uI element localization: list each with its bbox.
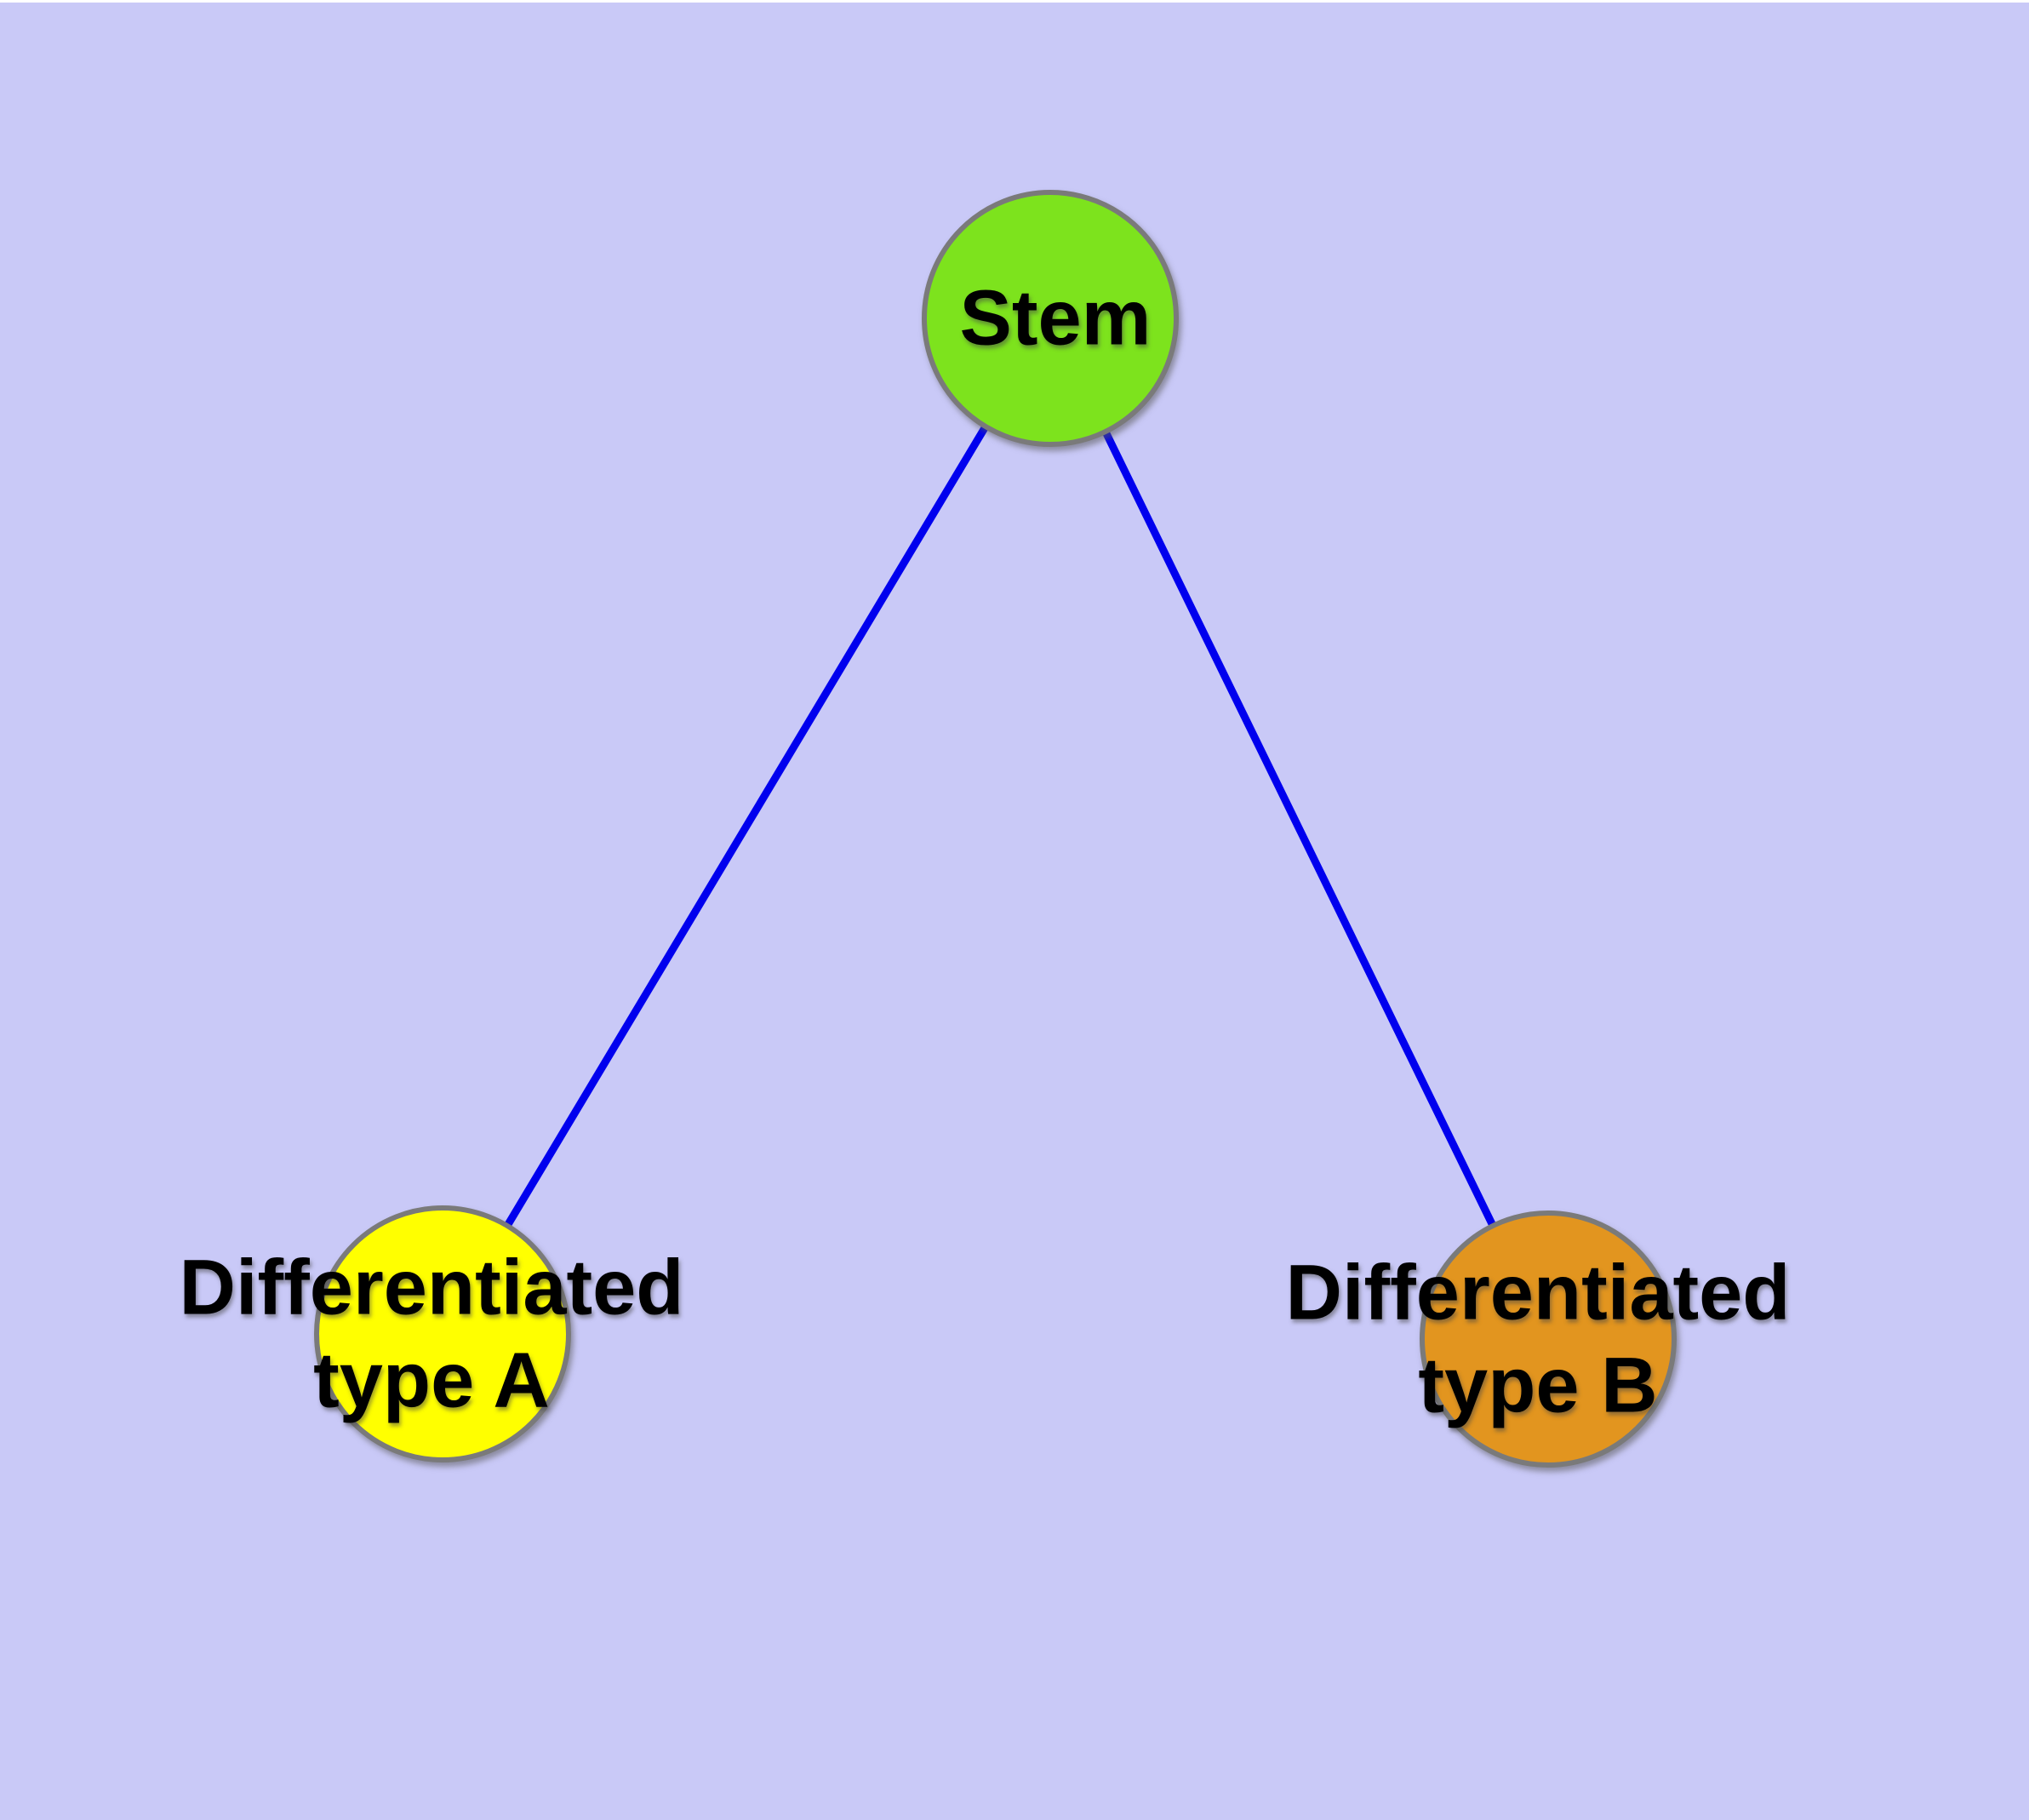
edge-stem-to-type-b	[1046, 314, 1552, 1343]
node-type-b-label-line1: Differentiated	[1285, 1249, 1791, 1336]
node-differentiated-type-b	[1420, 1210, 1677, 1468]
node-type-a-label: Differentiated type A	[180, 1241, 684, 1426]
node-type-b-label-line2: type B	[1418, 1342, 1658, 1428]
node-stem-label: Stem	[959, 274, 1152, 362]
node-type-a-label-line1: Differentiated	[179, 1244, 684, 1331]
node-stem	[922, 190, 1179, 447]
node-differentiated-type-a	[314, 1205, 571, 1462]
node-type-b-label: Differentiated type B	[1286, 1246, 1791, 1431]
node-type-a-label-line2: type A	[313, 1336, 550, 1423]
edge-stem-to-type-a	[438, 314, 1055, 1338]
